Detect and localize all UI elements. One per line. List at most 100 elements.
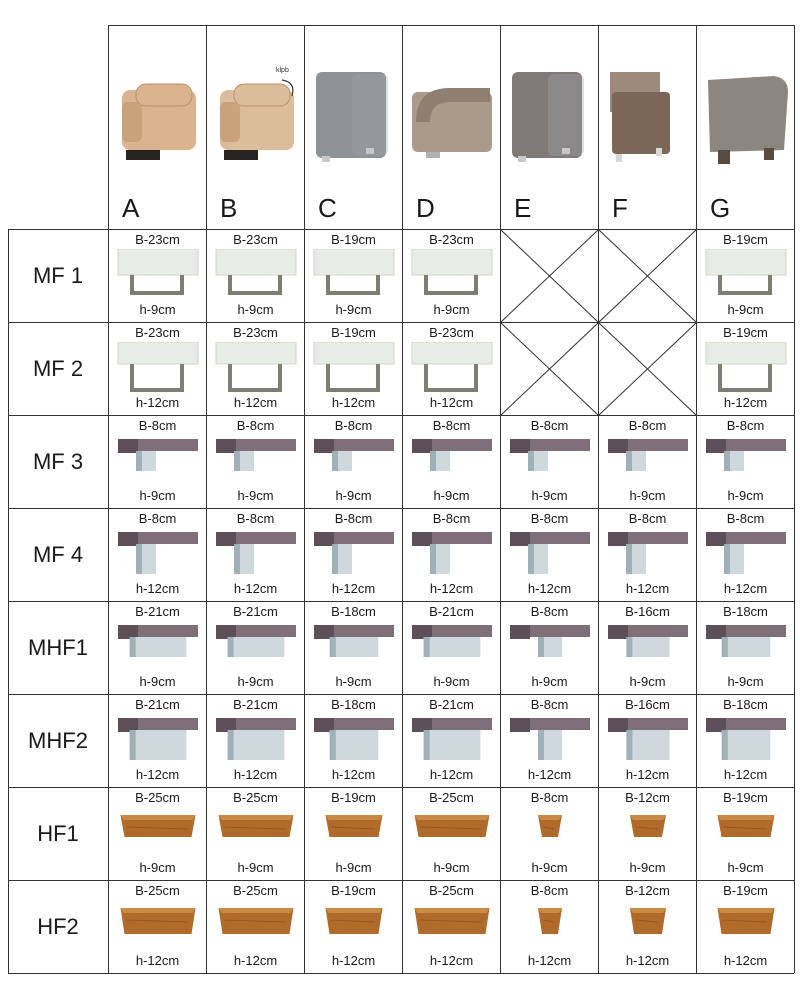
grid-line-vertical <box>206 25 207 973</box>
width-label: B-12cm <box>625 883 670 898</box>
table-cell <box>501 230 598 322</box>
leg-image <box>117 249 198 295</box>
grid-line-vertical <box>500 25 501 973</box>
grid-line-horizontal <box>8 229 794 230</box>
width-label: B-25cm <box>135 883 180 898</box>
width-label: B-23cm <box>135 232 180 247</box>
height-label: h-12cm <box>233 395 278 410</box>
grid-line-vertical <box>8 229 9 973</box>
height-label: h-12cm <box>429 395 474 410</box>
width-label: B-8cm <box>530 511 569 526</box>
leg-image <box>411 342 492 392</box>
column-header-a: A <box>122 193 140 223</box>
leg-image <box>607 625 688 657</box>
height-label: h-9cm <box>531 674 568 689</box>
height-label: h-12cm <box>527 953 572 968</box>
grid-line-horizontal <box>8 601 794 602</box>
table-cell: B-23cm h-9cm <box>207 230 304 322</box>
leg-image <box>414 908 489 934</box>
table-cell: B-23cm h-12cm <box>109 323 206 415</box>
leg-image <box>313 625 394 657</box>
height-label: h-12cm <box>429 953 474 968</box>
width-label: B-23cm <box>233 325 278 340</box>
grid-line-horizontal <box>8 508 794 509</box>
height-label: h-12cm <box>625 581 670 596</box>
leg-image <box>117 625 198 657</box>
width-label: B-8cm <box>530 418 569 433</box>
column-header-b: B <box>220 193 238 223</box>
table-cell <box>599 230 696 322</box>
height-label: h-9cm <box>335 860 372 875</box>
row-label-mhf1: MHF1 <box>28 634 88 660</box>
grid-line-horizontal <box>8 694 794 695</box>
width-label: B-8cm <box>334 418 373 433</box>
height-label: h-9cm <box>139 860 176 875</box>
leg-image <box>629 908 666 934</box>
height-label: h-12cm <box>135 395 180 410</box>
height-label: h-9cm <box>531 488 568 503</box>
leg-image <box>705 532 786 574</box>
swivel-note: klpb <box>276 67 289 74</box>
leg-image <box>215 625 296 657</box>
height-label: h-12cm <box>625 767 670 782</box>
column-header-d: D <box>416 193 435 223</box>
leg-image <box>313 439 394 471</box>
height-label: h-12cm <box>233 767 278 782</box>
leg-image <box>411 439 492 471</box>
height-label: h-9cm <box>629 488 666 503</box>
height-label: h-9cm <box>629 674 666 689</box>
width-label: B-23cm <box>135 325 180 340</box>
height-label: h-9cm <box>727 860 764 875</box>
height-label: h-12cm <box>331 581 376 596</box>
leg-image <box>509 625 590 657</box>
leg-image <box>509 532 590 574</box>
width-label: B-19cm <box>331 232 376 247</box>
height-label: h-12cm <box>527 767 572 782</box>
row-label-mf4: MF 4 <box>32 541 84 567</box>
width-label: B-18cm <box>723 697 768 712</box>
width-label: B-23cm <box>429 325 474 340</box>
height-label: h-12cm <box>429 581 474 596</box>
leg-image <box>218 815 293 837</box>
width-label: B-8cm <box>726 418 765 433</box>
width-label: B-25cm <box>429 790 474 805</box>
leg-image <box>705 718 786 760</box>
leg-image <box>218 908 293 934</box>
width-label: B-19cm <box>331 325 376 340</box>
width-label: B-19cm <box>331 790 376 805</box>
column-header-c: C <box>318 193 337 223</box>
width-label: B-8cm <box>628 511 667 526</box>
height-label: h-12cm <box>723 767 768 782</box>
row-label-mf3: MF 3 <box>32 448 84 474</box>
armrest-b-image: klpb <box>220 67 294 160</box>
width-label: B-23cm <box>233 232 278 247</box>
height-label: h-12cm <box>233 581 278 596</box>
height-label: h-9cm <box>237 302 274 317</box>
grid-line-vertical <box>304 25 305 973</box>
width-label: B-19cm <box>723 232 768 247</box>
leg-image <box>705 625 786 657</box>
leg-image <box>120 815 195 837</box>
leg-image <box>313 342 394 392</box>
width-label: B-18cm <box>331 697 376 712</box>
table-cell: B-8cm h-9cm <box>599 416 696 508</box>
width-label: B-21cm <box>429 604 474 619</box>
width-label: B-25cm <box>429 883 474 898</box>
height-label: h-9cm <box>531 860 568 875</box>
width-label: B-25cm <box>233 790 278 805</box>
width-label: B-8cm <box>628 418 667 433</box>
